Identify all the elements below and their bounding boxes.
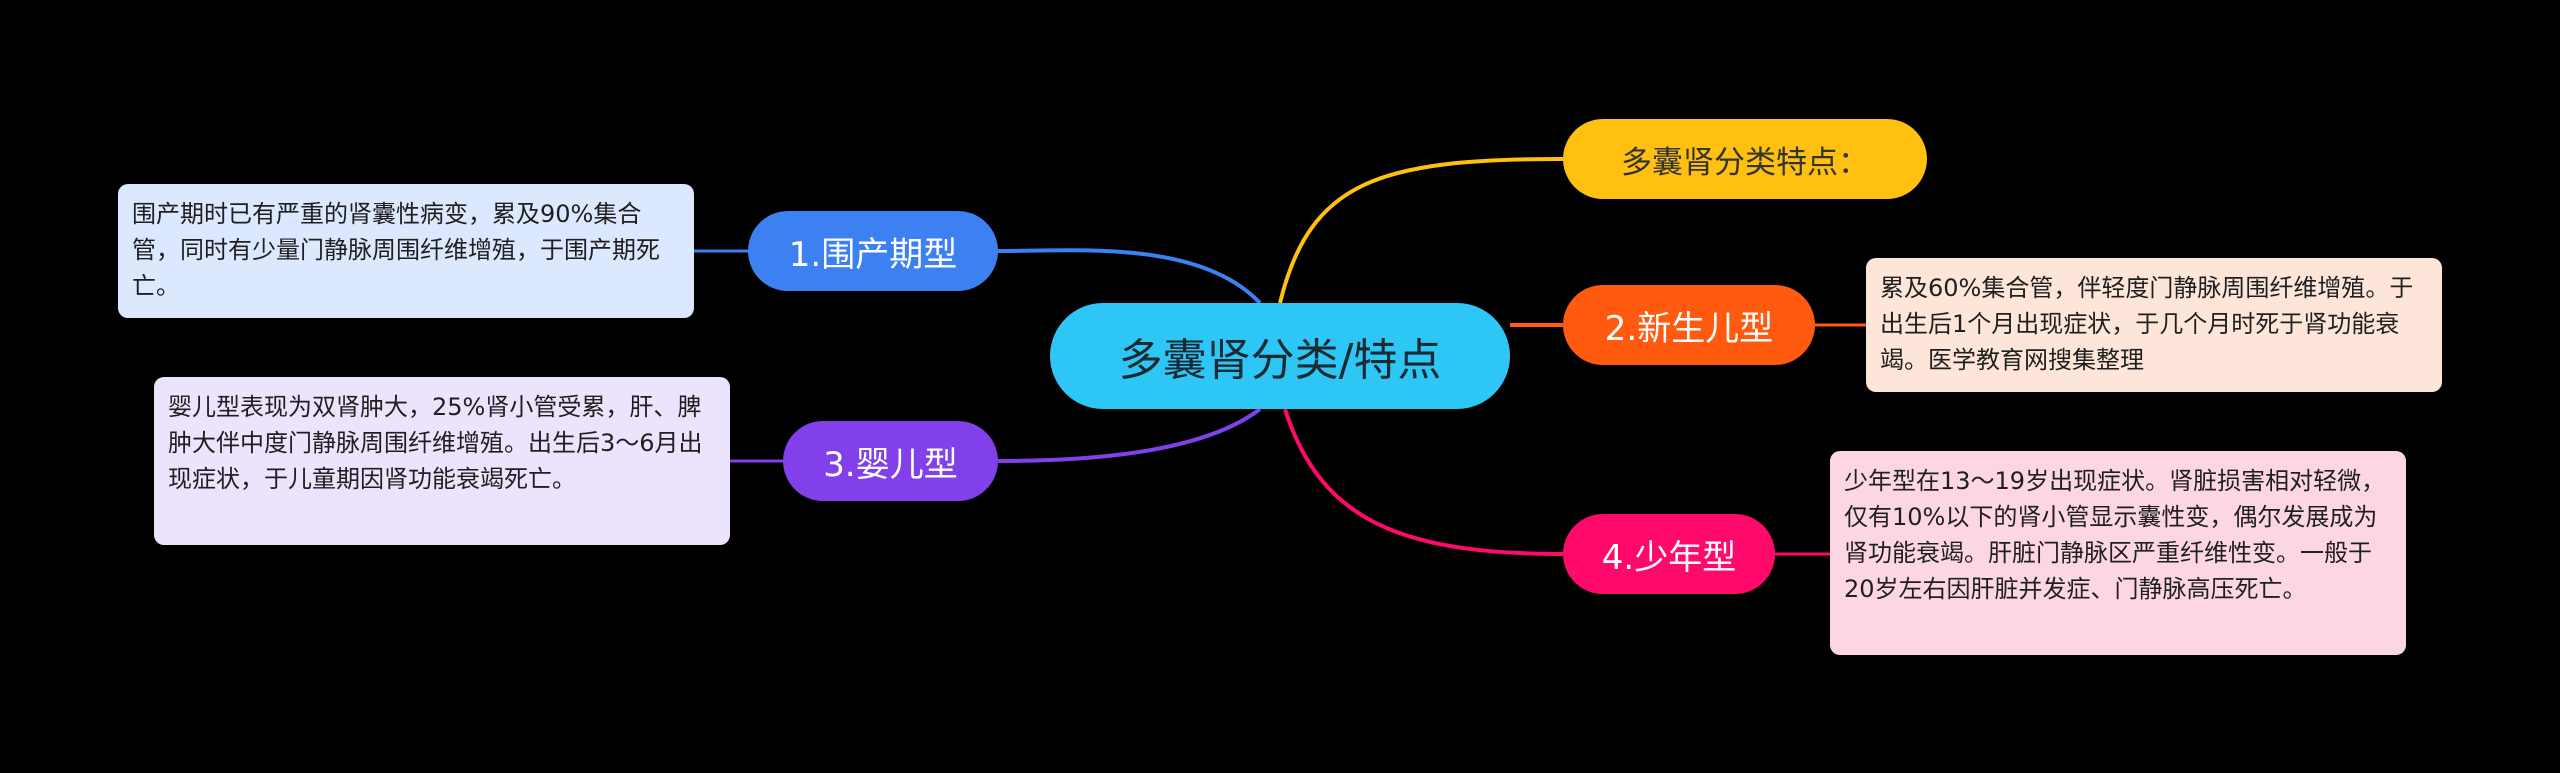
link-center-perinatal xyxy=(997,248,1262,305)
link-center-features xyxy=(1278,157,1564,304)
link-center-infant xyxy=(997,407,1262,463)
branch-juvenile[interactable]: 4.少年型 xyxy=(1563,514,1775,594)
link-center-juvenile xyxy=(1283,408,1564,556)
branch-perinatal[interactable]: 1.围产期型 xyxy=(748,211,998,291)
central-topic[interactable]: 多囊肾分类/特点 xyxy=(1050,303,1510,409)
note-juvenile[interactable]: 少年型在13～19岁出现症状。肾脏损害相对轻微，仅有10%以下的肾小管显示囊性变… xyxy=(1830,451,2406,655)
branch-infant[interactable]: 3.婴儿型 xyxy=(783,421,998,501)
branch-neonatal[interactable]: 2.新生儿型 xyxy=(1563,285,1815,365)
note-perinatal[interactable]: 围产期时已有严重的肾囊性病变，累及90%集合管，同时有少量门静脉周围纤维增殖，于… xyxy=(118,184,694,318)
branch-features[interactable]: 多囊肾分类特点： xyxy=(1563,119,1927,199)
note-neonatal[interactable]: 累及60%集合管，伴轻度门静脉周围纤维增殖。于出生后1个月出现症状，于几个月时死… xyxy=(1866,258,2442,392)
note-infant[interactable]: 婴儿型表现为双肾肿大，25%肾小管受累，肝、脾肿大伴中度门静脉周围纤维增殖。出生… xyxy=(154,377,730,545)
